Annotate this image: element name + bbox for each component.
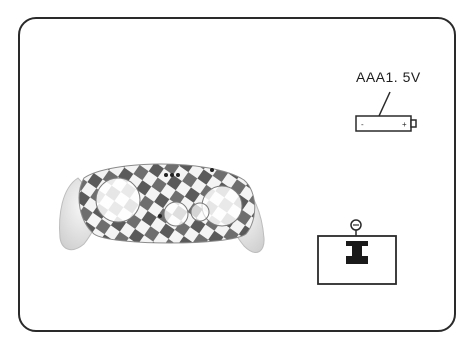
svg-text:-: - [361,120,364,129]
gamepad-illustration-icon [59,163,265,253]
battery-compartment-icon [317,219,397,285]
diagram-frame [18,17,456,332]
battery-label: AAA1. 5V [356,69,421,85]
battery-leader-line [378,91,391,117]
svg-text:+: + [402,120,407,129]
battery-icon: - + [355,115,417,132]
